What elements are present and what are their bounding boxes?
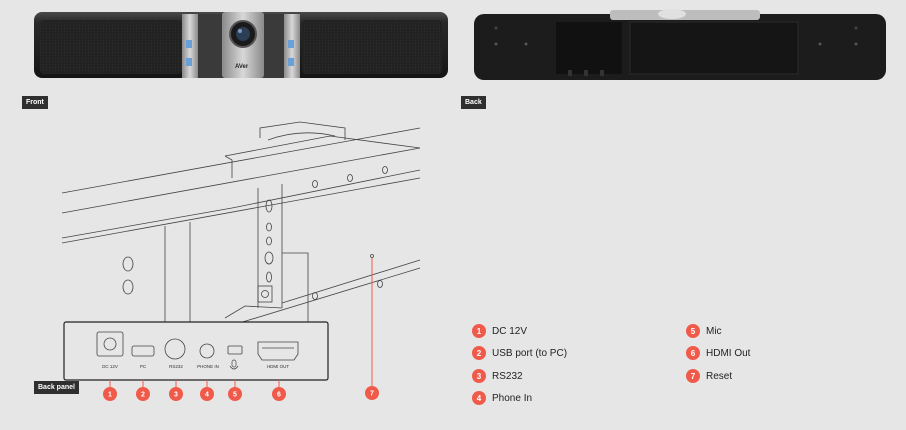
legend-item-5: 5 Mic	[686, 324, 722, 338]
legend-number: 2	[472, 346, 486, 360]
callout-markers: 1 2 3 4 5 6 7	[103, 386, 379, 401]
mounting-diagram: DC 12V PC RS232 PHONE IN HDMI OUT 1 2 3 …	[61, 121, 421, 401]
legend-item-6: 6 HDMI Out	[686, 346, 750, 360]
legend-label: RS232	[492, 370, 523, 382]
legend-number: 7	[686, 369, 700, 383]
legend-label: Phone In	[492, 392, 533, 404]
legend-label: USB port (to PC)	[492, 347, 568, 359]
port-label-dc: DC 12V	[102, 364, 118, 369]
mic-icon	[229, 359, 239, 370]
port-label-phone: PHONE IN	[197, 364, 219, 369]
legend-item-7: 7 Reset	[686, 369, 732, 383]
back-view-image	[474, 9, 886, 80]
svg-text:6: 6	[277, 392, 281, 399]
front-view-image: AVer	[34, 12, 448, 78]
legend-number: 5	[686, 324, 700, 338]
svg-text:2: 2	[141, 392, 145, 399]
back-panel-box	[63, 321, 329, 381]
legend-number: 4	[472, 391, 486, 405]
port-label-rs232: RS232	[169, 364, 183, 369]
front-logo: AVer	[235, 64, 249, 70]
callout-lines	[109, 258, 373, 388]
legend-label: DC 12V	[492, 325, 528, 337]
svg-text:1: 1	[108, 392, 112, 399]
legend-label: Reset	[706, 370, 733, 382]
svg-text:4: 4	[205, 392, 209, 399]
svg-text:3: 3	[174, 392, 178, 399]
legend-number: 1	[472, 324, 486, 338]
back-panel-tag: Back panel	[34, 381, 79, 394]
front-tag: Front	[22, 96, 48, 109]
svg-text:7: 7	[370, 391, 374, 398]
legend-label: Mic	[706, 325, 722, 337]
legend-number: 3	[472, 369, 486, 383]
port-label-pc: PC	[140, 364, 147, 369]
port-label-hdmi: HDMI OUT	[267, 364, 289, 369]
legend-item-3: 3 RS232	[472, 369, 523, 383]
legend-item-1: 1 DC 12V	[472, 324, 527, 338]
legend-item-4: 4 Phone In	[472, 391, 532, 405]
svg-text:5: 5	[233, 392, 237, 399]
legend-label: HDMI Out	[706, 347, 751, 359]
legend-item-2: 2 USB port (to PC)	[472, 346, 567, 360]
legend-number: 6	[686, 346, 700, 360]
back-tag: Back	[461, 96, 486, 109]
